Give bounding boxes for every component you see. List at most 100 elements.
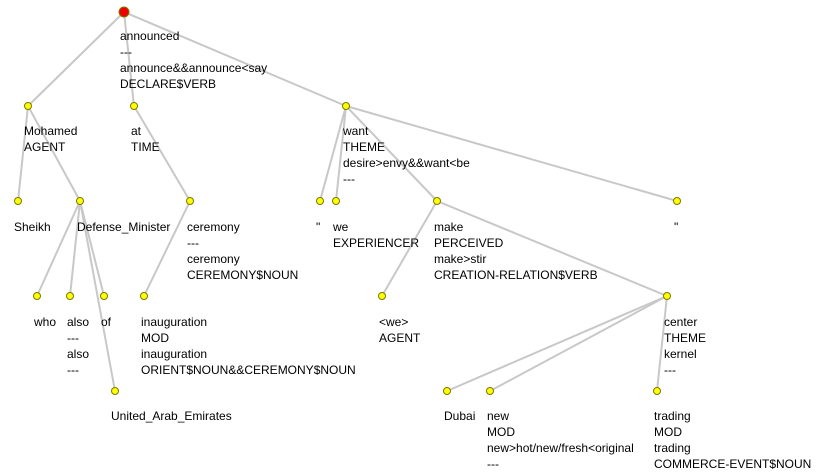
tree-node-center[interactable] (663, 292, 671, 300)
node-label-line: Mohamed (24, 124, 77, 138)
node-label-line: Dubai (444, 409, 475, 423)
node-label-also: also --- also --- (67, 315, 89, 377)
tree-node-trading[interactable] (653, 387, 661, 395)
tree-node-new[interactable] (486, 387, 494, 395)
node-label-line: center (664, 315, 697, 329)
node-label-line: " (316, 220, 320, 234)
edge-defmin-uae (79, 200, 116, 392)
tree-node-also[interactable] (66, 292, 74, 300)
node-label-line: desire>envy&&want<be (343, 156, 470, 170)
tree-node-uae[interactable] (111, 387, 119, 395)
node-label-line: kernel (664, 347, 697, 361)
node-label-line: CREATION-RELATION$VERB (434, 268, 598, 282)
node-label-line: inauguration (141, 347, 207, 361)
node-label-line: new (487, 409, 509, 423)
node-label-line: --- (67, 363, 79, 377)
edge-root-at (123, 11, 135, 107)
node-label-line: we (332, 220, 349, 234)
node-label-line: --- (120, 45, 132, 59)
node-label-line: inauguration (141, 315, 207, 329)
node-label-line: also (67, 347, 89, 361)
node-label-line: make>stir (434, 252, 486, 266)
edge-want-quote1 (319, 105, 347, 202)
node-label-line: at (131, 124, 142, 138)
tree-node-at[interactable] (130, 102, 138, 110)
node-label-line: ceremony (187, 220, 240, 234)
node-label-line: EXPERIENCER (333, 236, 419, 250)
tree-nodes (14, 6, 681, 395)
node-label-line: MOD (487, 425, 515, 439)
tree-node-make[interactable] (433, 197, 441, 205)
node-label-line: trading (654, 409, 691, 423)
root-node-root[interactable] (118, 6, 130, 18)
tree-node-sheikh[interactable] (14, 197, 22, 205)
node-label-line: MOD (654, 425, 682, 439)
tree-node-ceremony[interactable] (186, 197, 194, 205)
node-label-line: announce&&announce<say (120, 61, 267, 75)
edge-ceremony-inaug (143, 200, 191, 297)
tree-node-inaug[interactable] (140, 292, 148, 300)
edge-root-want (123, 11, 347, 107)
node-label-line: CEREMONY$NOUN (187, 268, 298, 282)
edge-want-quote2 (345, 105, 678, 202)
edge-defmin-also (69, 200, 81, 297)
node-label-line: THEME (343, 140, 385, 154)
edge-defmin-who (36, 200, 81, 297)
tree-node-quote2[interactable] (673, 197, 681, 205)
node-label-line: --- (67, 331, 79, 345)
node-label-line: make (434, 220, 464, 234)
edge-root-mohamed (27, 11, 125, 107)
node-label-line: want (342, 124, 369, 138)
edge-mohamed-sheikh (17, 105, 29, 202)
tree-node-who[interactable] (33, 292, 41, 300)
node-label-line: who (33, 315, 56, 329)
tree-node-quote1[interactable] (316, 197, 324, 205)
edge-want-make (345, 105, 438, 202)
node-label-sheikh: Sheikh (14, 220, 51, 234)
node-label-line: Sheikh (14, 220, 51, 234)
node-label-line: --- (487, 457, 499, 471)
edge-make-weagent (381, 200, 438, 297)
node-label-line: <we> (379, 315, 408, 329)
node-label-weagent: <we> AGENT (379, 315, 421, 345)
node-label-line: AGENT (379, 331, 421, 345)
node-label-line: THEME (664, 331, 706, 345)
node-label-line: " (674, 220, 678, 234)
node-label-of: of (101, 315, 112, 329)
node-label-line: trading (654, 441, 691, 455)
node-label-line: --- (343, 172, 355, 186)
tree-node-we[interactable] (332, 197, 340, 205)
tree-node-weagent[interactable] (378, 292, 386, 300)
tree-node-mohamed[interactable] (24, 102, 32, 110)
node-label-line: also (67, 315, 89, 329)
edge-at-ceremony (133, 105, 191, 202)
node-label-line: new>hot/new/fresh<original (487, 441, 634, 455)
node-label-dubai: Dubai (444, 409, 475, 423)
tree-node-defmin[interactable] (76, 197, 84, 205)
node-label-line: Defense_Minister (77, 220, 170, 234)
node-label-line: --- (187, 236, 199, 250)
node-label-defmin: Defense_Minister (77, 220, 170, 234)
tree-node-want[interactable] (342, 102, 350, 110)
edge-defmin-of (79, 200, 105, 297)
tree-node-dubai[interactable] (443, 387, 451, 395)
node-label-line: of (101, 315, 112, 329)
node-label-line: PERCEIVED (434, 236, 504, 250)
node-label-line: DECLARE$VERB (120, 77, 216, 91)
tree-edges (17, 11, 678, 392)
node-label-uae: United_Arab_Emirates (111, 409, 232, 423)
tree-node-of[interactable] (100, 292, 108, 300)
node-label-quote2: " (674, 220, 678, 234)
